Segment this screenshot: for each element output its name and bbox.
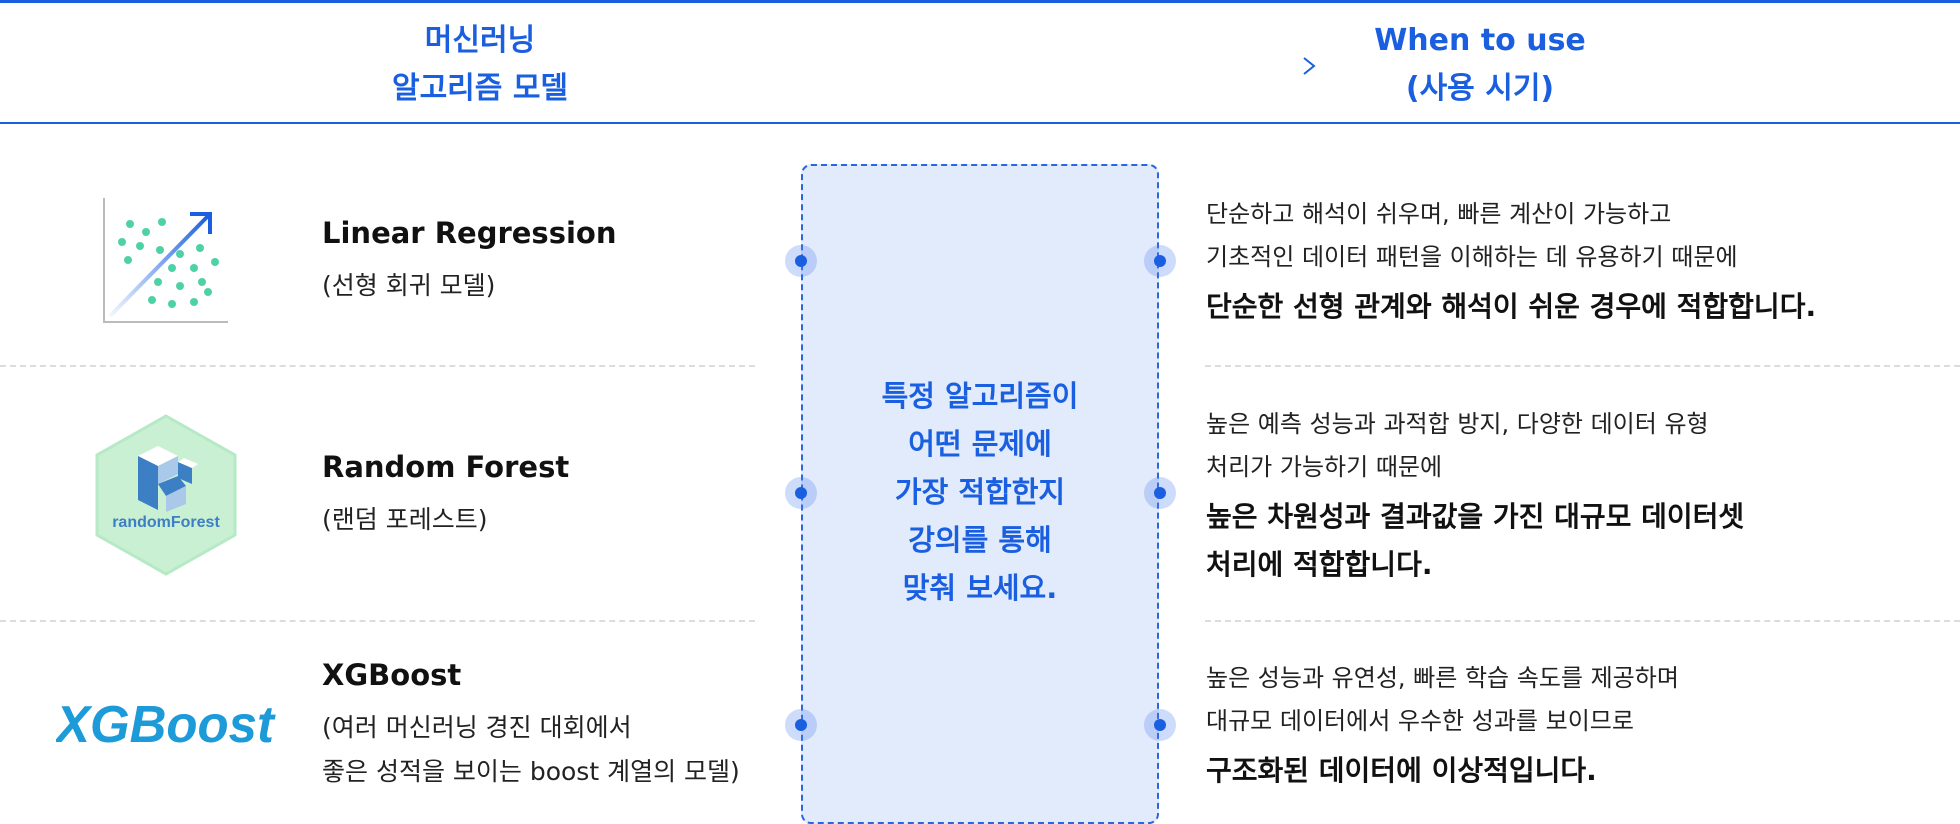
row-divider	[0, 620, 755, 622]
linear-regression-chart-icon	[103, 198, 228, 323]
center-prompt-line: 맞춰 보세요.	[902, 571, 1058, 605]
reason-sub-line: 단순하고 해석이 쉬우며, 빠른 계산이 가능하고	[1206, 200, 1672, 228]
arrow-right-icon	[660, 57, 1316, 75]
reason-sub-line: 대규모 데이터에서 우수한 성과를 보이므로	[1206, 707, 1634, 735]
reason-sub-line: 높은 성능과 유연성, 빠른 학습 속도를 제공하며	[1206, 664, 1679, 692]
when-to-use-column-heading: When to use (사용 시기)	[1330, 17, 1630, 113]
model-desc-line: 좋은 성적을 보이는 boost 계열의 모델)	[322, 757, 740, 786]
reason-main-line: 단순한 선형 관계와 해석이 쉬운 경우에 적합합니다.	[1206, 290, 1817, 323]
random-forest-logo-text: randomForest	[112, 514, 220, 531]
center-prompt-text: 특정 알고리즘이 어떤 문제에 가장 적합한지 강의를 통해 맞춰 보세요.	[801, 372, 1159, 612]
when-heading-line2: (사용 시기)	[1405, 71, 1555, 106]
reason-xgboost: 높은 성능과 유연성, 빠른 학습 속도를 제공하며 대규모 데이터에서 우수한…	[1206, 657, 1946, 795]
connector-dot-left-2	[785, 477, 817, 509]
model-name-random-forest: Random Forest	[322, 450, 570, 484]
reason-main-line: 높은 차원성과 결과값을 가진 대규모 데이터셋	[1206, 500, 1745, 533]
header-band: 머신러닝 알고리즘 모델 When to use (사용 시기)	[0, 0, 1960, 124]
model-desc-linear-regression: (선형 회귀 모델)	[322, 264, 495, 308]
reason-sub-line: 높은 예측 성능과 과적합 방지, 다양한 데이터 유형	[1206, 410, 1709, 438]
xgboost-logo: XGBoost	[56, 696, 277, 754]
row-divider	[1205, 365, 1960, 367]
when-heading-line1: When to use	[1374, 23, 1586, 58]
reason-main-line: 처리에 적합합니다.	[1206, 548, 1433, 581]
model-desc-line: (여러 머신러닝 경진 대회에서	[322, 713, 632, 742]
connector-dot-right-1	[1144, 245, 1176, 277]
reason-random-forest: 높은 예측 성능과 과적합 방지, 다양한 데이터 유형 처리가 가능하기 때문…	[1206, 403, 1946, 589]
model-desc-line: (랜덤 포레스트)	[322, 505, 488, 534]
random-forest-logo: randomForest	[95, 414, 237, 576]
models-column-heading: 머신러닝 알고리즘 모델	[330, 17, 630, 113]
model-desc-xgboost: (여러 머신러닝 경진 대회에서 좋은 성적을 보이는 boost 계열의 모델…	[322, 706, 740, 794]
connector-dot-right-2	[1144, 477, 1176, 509]
center-prompt-line: 어떤 문제에	[908, 427, 1052, 461]
models-heading-line2: 알고리즘 모델	[391, 71, 569, 106]
center-prompt-line: 특정 알고리즘이	[881, 379, 1079, 413]
row-divider	[0, 365, 755, 367]
model-desc-random-forest: (랜덤 포레스트)	[322, 498, 487, 542]
reason-linear-regression: 단순하고 해석이 쉬우며, 빠른 계산이 가능하고 기초적인 데이터 패턴을 이…	[1206, 193, 1946, 331]
connector-dot-left-3	[785, 709, 817, 741]
reason-sub-line: 기초적인 데이터 패턴을 이해하는 데 유용하기 때문에	[1206, 243, 1738, 271]
model-name-linear-regression: Linear Regression	[322, 216, 617, 250]
models-heading-line1: 머신러닝	[424, 23, 536, 58]
model-desc-line: (선형 회귀 모델)	[322, 271, 496, 300]
connector-dot-left-1	[785, 245, 817, 277]
row-divider	[1205, 620, 1960, 622]
center-prompt-line: 강의를 통해	[908, 523, 1052, 557]
connector-dot-right-3	[1144, 709, 1176, 741]
model-name-xgboost: XGBoost	[322, 658, 462, 692]
reason-sub-line: 처리가 가능하기 때문에	[1206, 453, 1443, 481]
xgboost-logo-text: XGBoost	[56, 696, 277, 754]
reason-main-line: 구조화된 데이터에 이상적입니다.	[1206, 754, 1597, 787]
center-prompt-line: 가장 적합한지	[894, 475, 1066, 509]
